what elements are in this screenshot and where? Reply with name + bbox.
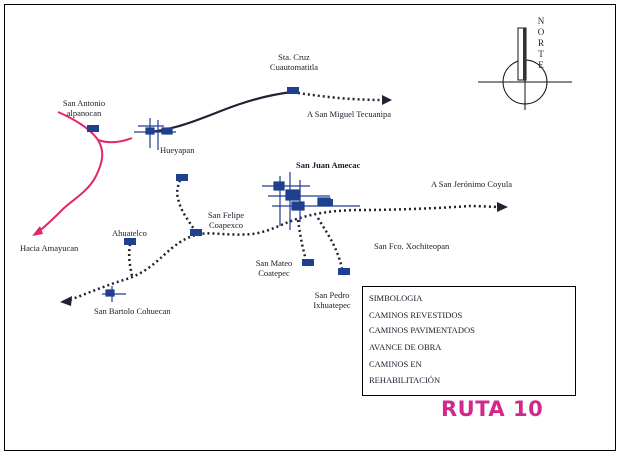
map-frame (4, 4, 616, 451)
compass-letter: T (538, 49, 544, 59)
label-san-antonio-line2: alpanocan (66, 108, 102, 118)
town-marker-san-fco (321, 199, 333, 206)
legend-item-pavimentados: CAMINOS PAVIMENTADOS (369, 325, 475, 335)
label-san-felipe: San Felipe Coapexco (200, 210, 252, 230)
label-san-mateo-line2: Coatepec (258, 268, 290, 278)
label-san-fco: San Fco. Xochiteopan (374, 241, 450, 251)
gravel-road-san-mateo (296, 219, 308, 261)
town-marker-san-mateo (302, 259, 314, 266)
arrow-san-miguel (382, 95, 392, 105)
label-a-san-miguel: A San Miguel Tecuanipa (307, 109, 391, 119)
town-grid-san-juan (262, 172, 360, 230)
compass-label: N O R T E (536, 16, 546, 71)
legend-item-rehabilitacion: REHABILITACIÓN (369, 375, 441, 385)
label-san-juan-amecac: San Juan Amecac (296, 160, 361, 170)
legend-title: SIMBOLOGIA (369, 293, 423, 303)
town-grid-hueyapan (134, 118, 176, 150)
label-sta-cruz: Sta. Cruz Cuautomatitla (262, 52, 326, 72)
gravel-road-san-pedro (316, 217, 344, 269)
label-san-antonio-line1: San Antonio (62, 98, 106, 108)
legend-item-revestidos: CAMINOS REVESTIDOS (369, 310, 463, 320)
label-san-felipe-line2: Coapexco (209, 220, 243, 230)
label-san-pedro: San Pedro Ixhuatepec (306, 290, 358, 310)
town-marker-san-felipe (190, 229, 202, 236)
progress-road-branch (97, 137, 133, 144)
label-san-mateo-line1: San Mateo (255, 258, 293, 268)
label-hacia-amayucan: Hacia Amayucan (20, 243, 79, 253)
legend-item-caminos-en: CAMINOS EN (369, 359, 422, 369)
arrow-san-jeronimo (497, 202, 508, 212)
label-san-pedro-line1: San Pedro (314, 290, 350, 300)
progress-arrow (32, 226, 43, 236)
gravel-road-main (69, 204, 501, 302)
legend-item-avance: AVANCE DE OBRA (369, 342, 442, 352)
compass-rose (478, 27, 572, 110)
label-sta-cruz-line2: Cuautomatitla (269, 62, 319, 72)
label-san-bartolo: San Bartolo Cohuecan (94, 306, 171, 316)
label-sta-cruz-line1: Sta. Cruz (278, 52, 310, 62)
paved-road-north (149, 90, 293, 134)
compass-letter: O (537, 27, 545, 37)
label-san-pedro-line2: Ixhuatepec (313, 300, 351, 310)
town-marker-san-pedro (338, 268, 350, 275)
label-ahuatelco: Ahuatelco (112, 228, 147, 238)
gravel-road-ahuatelco (127, 243, 134, 277)
compass-letter: E (538, 60, 544, 70)
gravel-road-north-branch (175, 179, 198, 233)
compass-letter: R (537, 38, 544, 48)
label-a-san-jeronimo: A San Jerónimo Coyula (431, 179, 512, 189)
town-marker-san-antonio (87, 125, 99, 132)
gravel-road-san-miguel (297, 91, 386, 102)
town-marker-sta-cruz (287, 87, 299, 94)
town-marker-ahuatelco (124, 238, 136, 245)
label-hueyapan: Hueyapan (160, 145, 195, 155)
arrow-west (60, 296, 72, 306)
label-san-felipe-line1: San Felipe (207, 210, 245, 220)
town-marker-north (176, 174, 188, 181)
legend-box: SIMBOLOGIA CAMINOS REVESTIDOS CAMINOS PA… (362, 286, 576, 396)
label-san-mateo: San Mateo Coatepec (248, 258, 300, 278)
label-san-antonio: San Antonio alpanocan (52, 98, 116, 118)
town-grid-san-bartolo (102, 286, 126, 302)
route-title: RUTA 10 (441, 397, 544, 421)
compass-letter: N (537, 16, 545, 26)
